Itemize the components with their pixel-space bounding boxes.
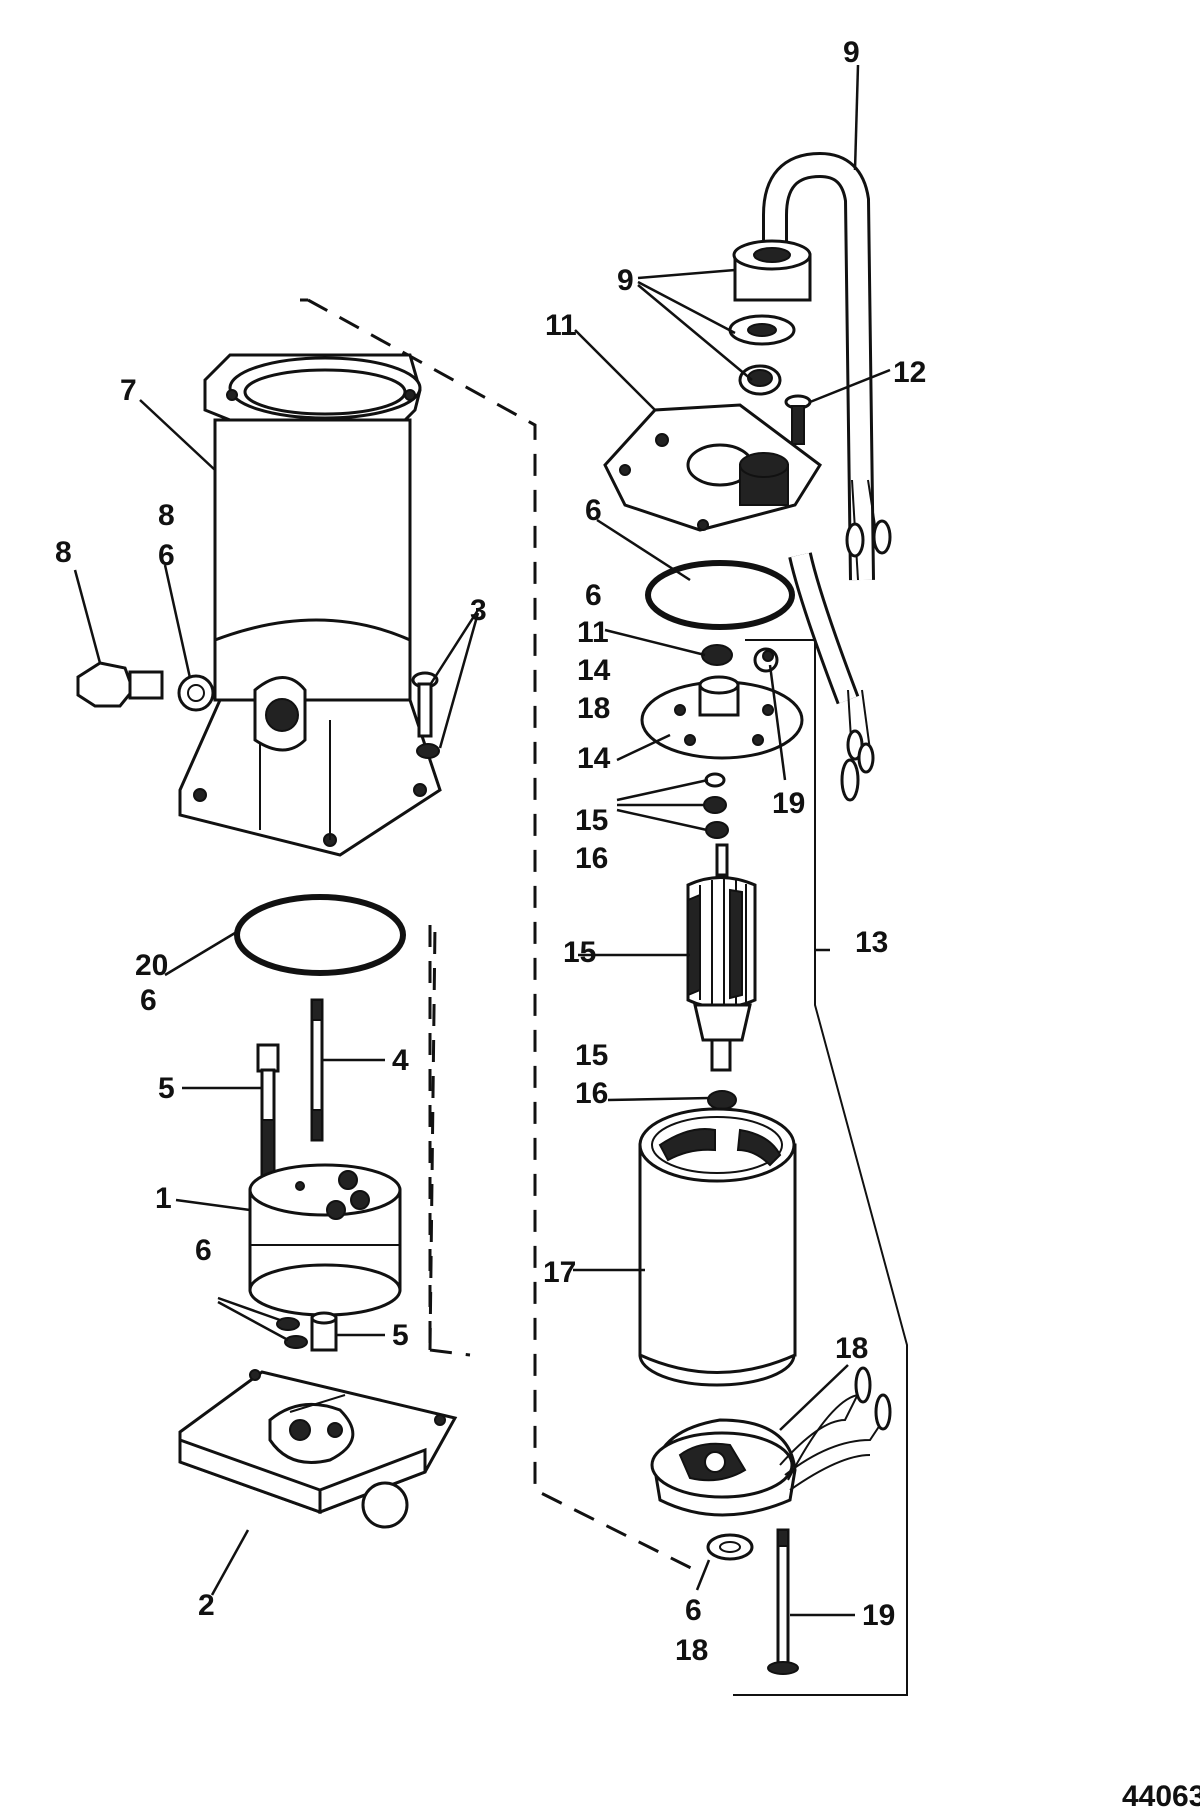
fill-plug: [76, 661, 215, 712]
callout-15-washers: 15: [575, 804, 608, 837]
callout-18-endframe: 18: [835, 1332, 868, 1365]
callout-15-lower: 15: [575, 1039, 608, 1072]
motor-frame-17: [638, 1107, 797, 1387]
bracket-13: [733, 639, 908, 1696]
callout-2: 2: [198, 1589, 215, 1622]
o-ring-20: [234, 894, 406, 976]
callout-11-stack: 11: [577, 616, 609, 649]
callout-6-stack: 6: [585, 579, 602, 612]
callout-9-mid: 9: [617, 264, 634, 297]
grommet-9: [728, 239, 812, 396]
callout-11-top: 11: [545, 309, 577, 342]
callout-5-bolt: 5: [158, 1072, 175, 1105]
callout-5-pin: 5: [392, 1319, 409, 1352]
through-bolt-19: [767, 1528, 799, 1675]
washer-15a: [704, 772, 726, 788]
callout-6-bottom: 6: [685, 1594, 702, 1627]
callout-16-lower: 16: [575, 1077, 608, 1110]
callout-13: 13: [855, 926, 888, 959]
callout-20: 20: [135, 949, 168, 982]
callout-18-bottom: 18: [675, 1634, 708, 1667]
callout-6-upper: 6: [158, 539, 175, 572]
washer-16: [707, 1090, 737, 1110]
pump-1: [248, 1163, 402, 1317]
manifold-base-2: [178, 1369, 458, 1529]
armature-15: [686, 843, 757, 1072]
callout-16-washers: 16: [575, 842, 608, 875]
callout-19-upper: 19: [772, 787, 805, 820]
cable-9: [762, 151, 892, 581]
callout-6-cap: 6: [585, 494, 602, 527]
o-ring-6-cap: [645, 560, 795, 630]
callout-6-pump: 6: [195, 1234, 212, 1267]
callout-9-top: 9: [843, 36, 860, 69]
callout-7: 7: [120, 374, 137, 407]
washer-15b: [703, 796, 727, 814]
seal-small: [701, 644, 733, 666]
o-ring-6-small-b: [284, 1335, 308, 1349]
reservoir-housing: [178, 353, 442, 857]
stud-4: [310, 998, 324, 1142]
callout-4: 4: [392, 1044, 409, 1077]
callout-labels: 9 9 11 12 7 8 6 8 6 3 6 11 14 18 14 19 1…: [55, 36, 1200, 1813]
callout-6-oring: 6: [140, 984, 157, 1017]
callout-19-bottom: 19: [862, 1599, 895, 1632]
callout-8-left: 8: [55, 536, 72, 569]
bolt-5: [256, 1043, 280, 1187]
leader-lines: [73, 64, 891, 1617]
callout-17: 17: [543, 1256, 576, 1289]
callout-14-stack: 14: [577, 654, 611, 687]
callout-8-upper: 8: [158, 499, 175, 532]
callout-18-stack: 18: [577, 692, 610, 725]
callout-3: 3: [470, 594, 487, 627]
o-ring-6-small-a: [276, 1317, 300, 1331]
end-cap-11: [603, 403, 823, 532]
pin-5: [310, 1311, 338, 1352]
screw-3: [411, 671, 440, 759]
washer-15c: [705, 821, 729, 839]
figure-number: 44063: [1122, 1780, 1200, 1813]
lead-wire-13: [788, 552, 875, 802]
end-frame-18: [650, 1366, 892, 1517]
callout-1: 1: [155, 1182, 172, 1215]
callout-14-plate: 14: [577, 742, 611, 775]
callout-12: 12: [893, 356, 926, 389]
screw-12: [784, 394, 812, 445]
callout-15-armature: 15: [563, 936, 596, 969]
brush-plate-14: [640, 675, 804, 760]
